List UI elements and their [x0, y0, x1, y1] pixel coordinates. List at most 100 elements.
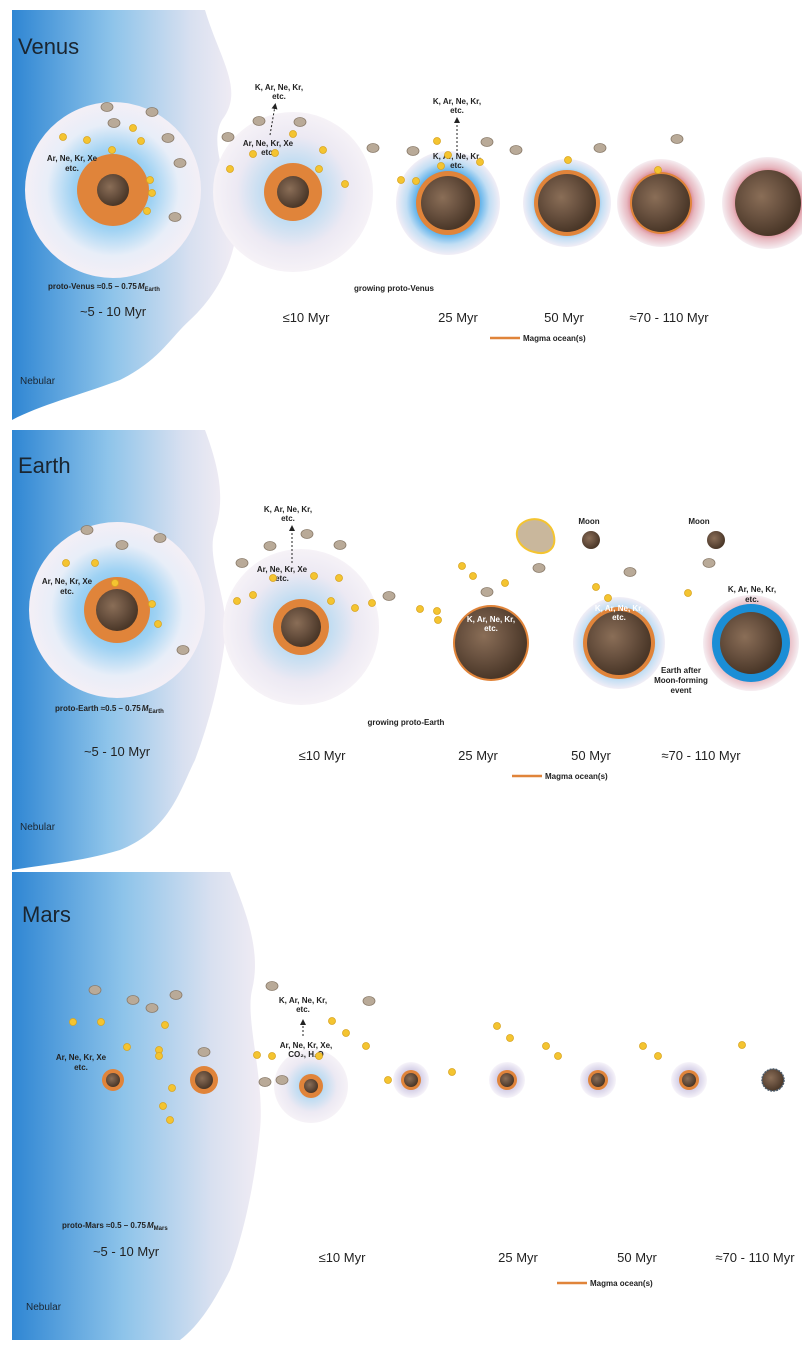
earth-gases-70-b: etc. [745, 595, 759, 604]
moon-label-1: Moon [578, 517, 599, 526]
rock-fragment [480, 137, 494, 147]
mars-nebular-label: Nebular [26, 1302, 62, 1313]
planetesimal [684, 589, 692, 597]
planetesimal [639, 1042, 647, 1050]
growing-proto-earth-label: growing proto-Earth [368, 718, 445, 727]
proto-earth-label: proto-Earth ≈0.5 – 0.75MEarth [55, 704, 164, 715]
venus-inner-gases-2: K, Ar, Ne, Kr, [433, 152, 481, 161]
venus-time-4: ≈70 - 110 Myr [629, 310, 709, 325]
proto-earth-core [96, 589, 138, 631]
planetesimal [458, 562, 466, 570]
mars-seed-1-core [106, 1073, 120, 1087]
rock-fragment [145, 107, 159, 117]
earth-time-1: ≤10 Myr [299, 748, 347, 763]
earth-stage1-core [281, 607, 321, 647]
rock-fragment [169, 990, 183, 1000]
planetesimal [268, 1052, 276, 1060]
planetesimal [148, 600, 156, 608]
earth-after-1: Earth after [661, 666, 701, 675]
rock-fragment [100, 102, 114, 112]
venus-lost-etc-1: etc. [272, 92, 286, 101]
venus-legend-label: Magma ocean(s) [523, 334, 586, 343]
planetesimal [148, 189, 156, 197]
planetesimal [397, 176, 405, 184]
venus-stage3-core [538, 174, 596, 232]
planetesimal [159, 1102, 167, 1110]
planetesimal [146, 176, 154, 184]
planetesimal [111, 579, 119, 587]
planetesimal [542, 1042, 550, 1050]
venus-stage1-core [277, 176, 309, 208]
mars-seed-2-core [195, 1071, 213, 1089]
rock-fragment [623, 567, 637, 577]
earth-title: Earth [18, 453, 71, 478]
venus-inner-etc-1: etc. [261, 148, 275, 157]
mars-time-3: 50 Myr [617, 1250, 657, 1265]
mars-lost-gases-1: K, Ar, Ne, Kr, [279, 996, 327, 1005]
planetesimal [592, 583, 600, 591]
planetesimal [249, 150, 257, 158]
venus-title: Venus [18, 34, 79, 59]
rock-fragment [115, 540, 129, 550]
planetesimal [249, 591, 257, 599]
planetesimal [412, 177, 420, 185]
venus-inner-gases-1: Ar, Ne, Kr, Xe [243, 139, 294, 148]
earth-after-2: Moon-forming [654, 676, 708, 685]
rock-fragment [406, 146, 420, 156]
rock-fragment [252, 116, 266, 126]
rock-fragment [221, 132, 235, 142]
planetesimal [315, 1052, 323, 1060]
rock-fragment [275, 1075, 289, 1085]
venus-time-1: ≤10 Myr [283, 310, 331, 325]
moon-2 [707, 531, 725, 549]
planetesimal [91, 559, 99, 567]
planetesimal [434, 616, 442, 624]
rock-fragment [702, 558, 716, 568]
mars-time-1: ≤10 Myr [319, 1250, 367, 1265]
mars-stage3-core [500, 1073, 514, 1087]
earth-time-3: 50 Myr [571, 748, 611, 763]
planetesimal [253, 1051, 261, 1059]
rock-fragment [235, 558, 249, 568]
rock-fragment [593, 143, 607, 153]
rock-fragment [197, 1047, 211, 1057]
venus-stage4-core [632, 174, 690, 232]
planetesimal [328, 1017, 336, 1025]
rock-fragment [80, 525, 94, 535]
planetesimal [493, 1022, 501, 1030]
venus-captured-gases: Ar, Ne, Kr, Xe [47, 154, 98, 163]
rock-fragment [263, 541, 277, 551]
earth-legend-label: Magma ocean(s) [545, 772, 608, 781]
planetesimal [416, 605, 424, 613]
planetesimal [143, 207, 151, 215]
earth-gases-50-b: etc. [612, 613, 626, 622]
planetesimal [368, 599, 376, 607]
planetesimal [69, 1018, 77, 1026]
planetesimal [62, 559, 70, 567]
earth-captured-etc: etc. [60, 587, 74, 596]
mars-captured-gases: Ar, Ne, Kr, Xe [56, 1053, 107, 1062]
planetesimal [108, 146, 116, 154]
planetesimal [604, 594, 612, 602]
rock-fragment [670, 134, 684, 144]
earth-gases-70-a: K, Ar, Ne, Kr, [728, 585, 776, 594]
rock-fragment [300, 529, 314, 539]
growing-proto-venus-label: growing proto-Venus [354, 284, 435, 293]
planetesimal [315, 165, 323, 173]
earth-gases-25-b: etc. [484, 624, 498, 633]
moon-1 [582, 531, 600, 549]
rock-fragment [173, 158, 187, 168]
planetesimal [168, 1084, 176, 1092]
planetesimal [362, 1042, 370, 1050]
proto-venus-core [97, 174, 129, 206]
planetesimal [342, 1029, 350, 1037]
impactor-rock [515, 518, 556, 554]
planetesimal [554, 1052, 562, 1060]
planetesimal [137, 137, 145, 145]
mars-title: Mars [22, 902, 71, 927]
mars-captured-etc: etc. [74, 1063, 88, 1072]
earth-panel: Earth Ar, Ne, Kr, Xe etc. K, Ar, Ne, Kr,… [12, 430, 799, 870]
planetesimal [154, 620, 162, 628]
mars-stage2-core [404, 1073, 418, 1087]
rock-fragment [532, 563, 546, 573]
